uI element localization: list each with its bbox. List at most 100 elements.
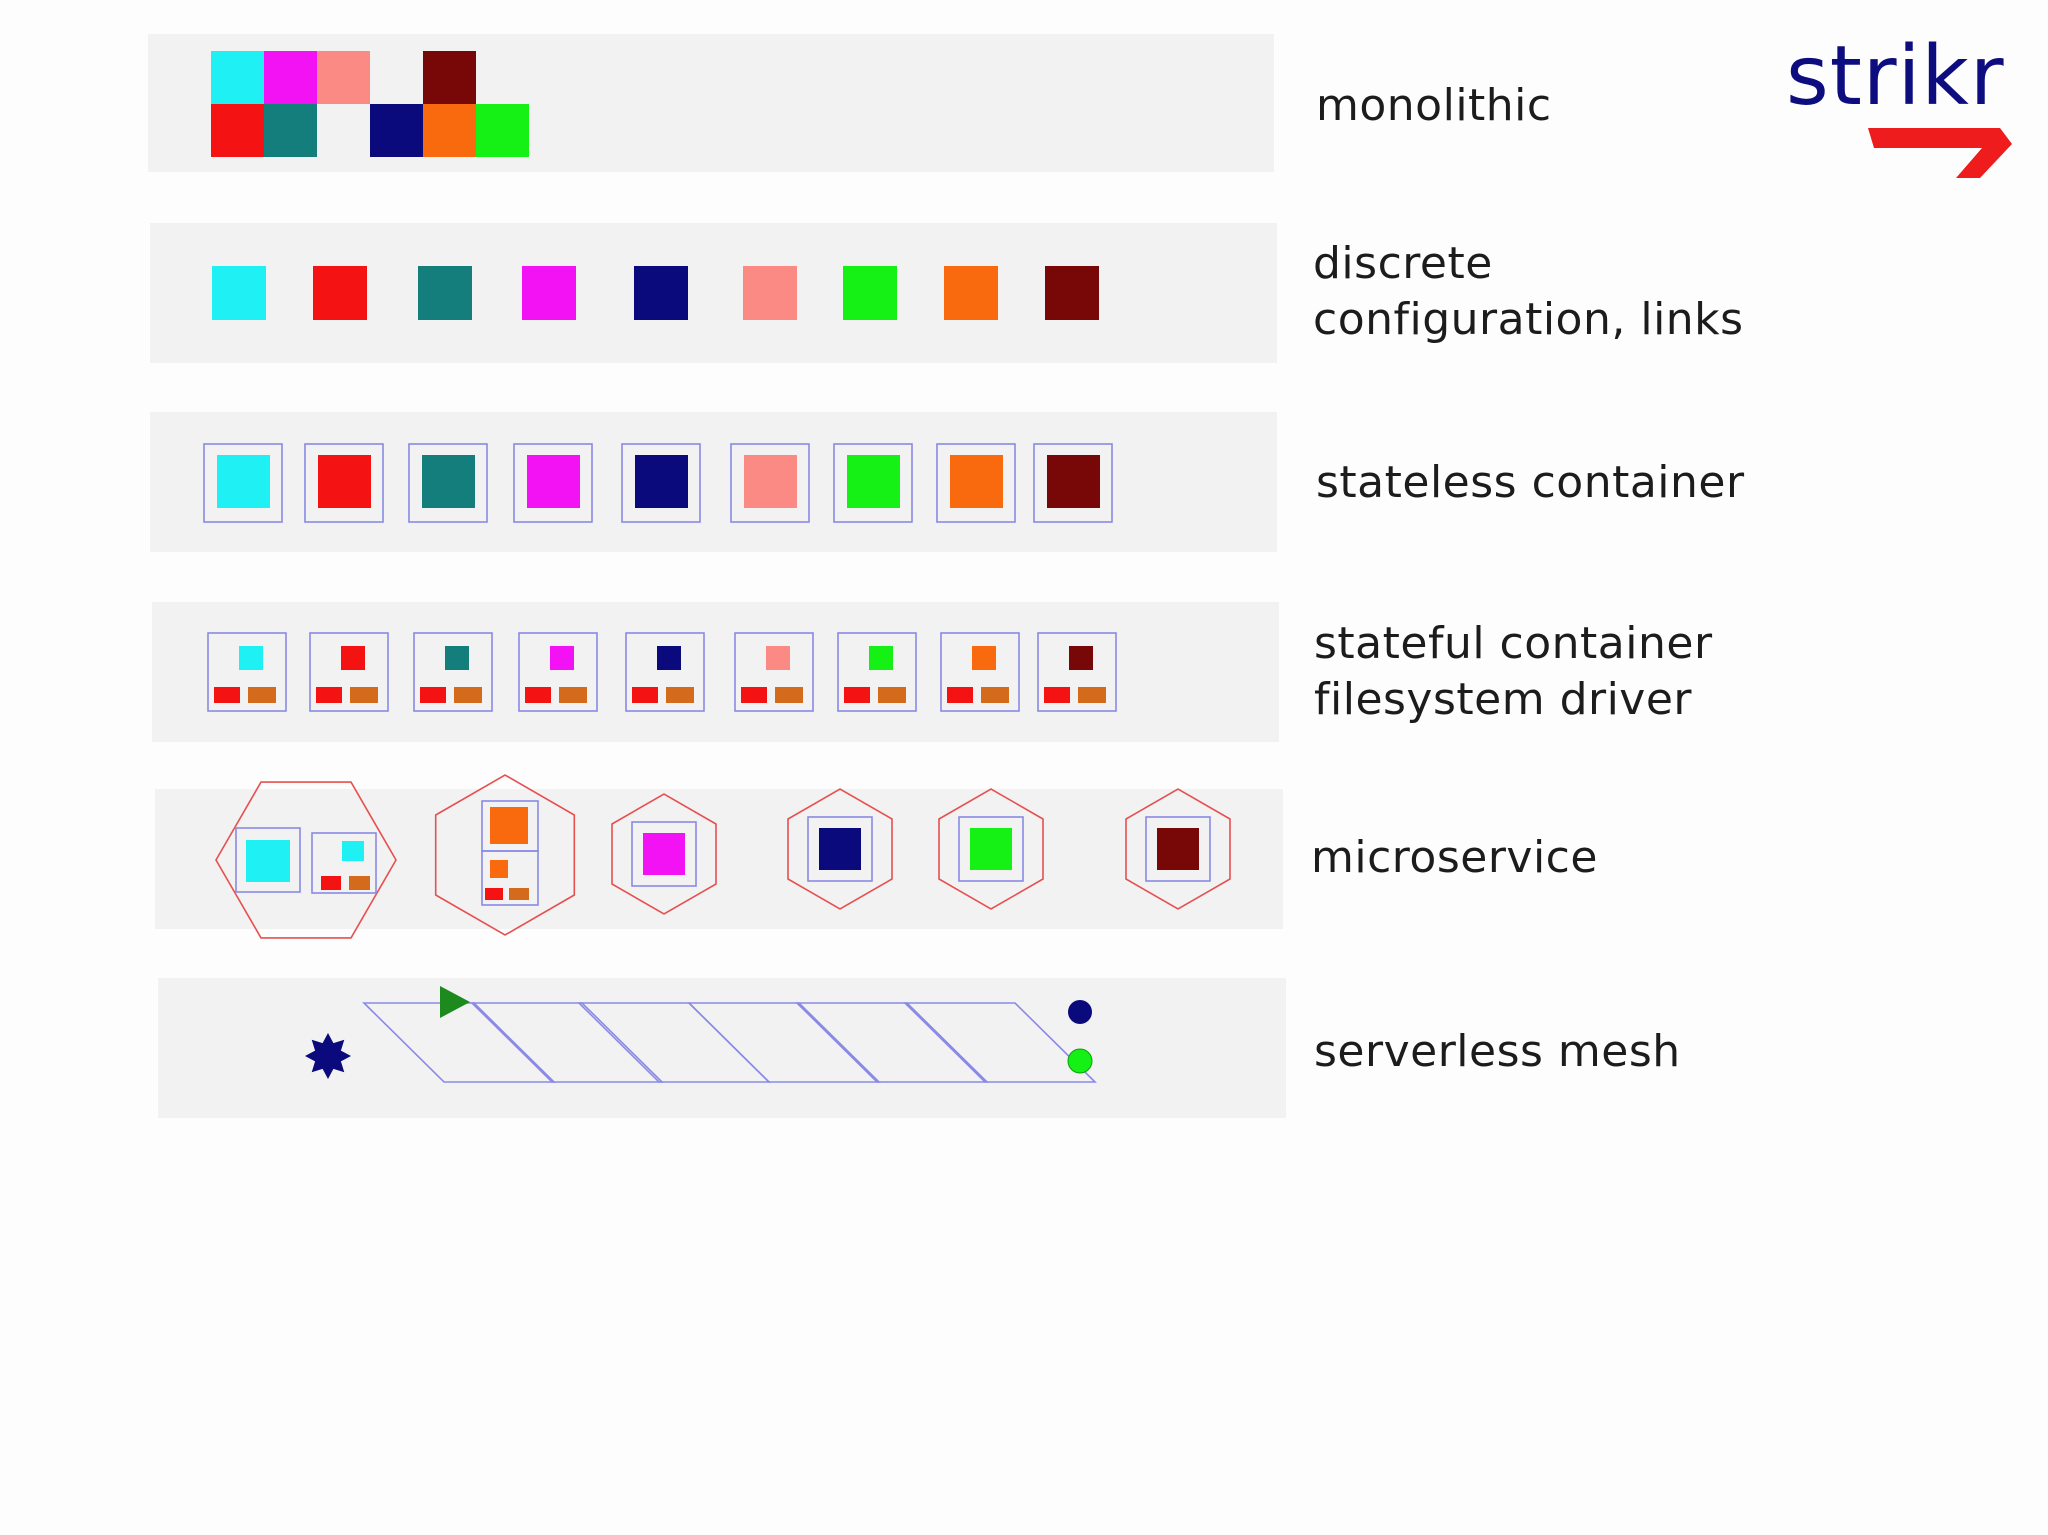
- filesystem-driver-brown: [666, 687, 694, 703]
- discrete-component-teal: [418, 266, 472, 320]
- filesystem-driver-brown: [1078, 687, 1106, 703]
- stateful-component-red: [341, 646, 365, 670]
- filesystem-driver-brown: [559, 687, 587, 703]
- label-stateful: stateful container filesystem driver: [1314, 616, 1713, 728]
- serverless-function-slot-1: [362, 1002, 556, 1083]
- discrete-component-green: [843, 266, 897, 320]
- stateless-component-orange: [950, 455, 1003, 508]
- microservice-2-orange-component: [490, 807, 528, 844]
- status-dot-navy-icon: [1068, 1000, 1092, 1024]
- label-stateful-line-2: filesystem driver: [1314, 674, 1693, 725]
- stateful-container-navy: [625, 632, 705, 712]
- discrete-component-magenta: [522, 266, 576, 320]
- stateless-container-cyan: [203, 443, 283, 523]
- microservice-3-magenta-component: [643, 833, 685, 875]
- stateful-component-cyan: [239, 646, 263, 670]
- label-stateless: stateless container: [1316, 455, 1745, 511]
- microservice-5-green-component: [970, 828, 1012, 870]
- monolith-block-maroon: [423, 51, 476, 104]
- stateless-container-green: [833, 443, 913, 523]
- stateless-component-magenta: [527, 455, 580, 508]
- filesystem-driver-red: [316, 687, 342, 703]
- stateful-component-maroon: [1069, 646, 1093, 670]
- stateful-container-red: [309, 632, 389, 712]
- monolith-block-teal: [264, 104, 317, 157]
- filesystem-driver-red: [632, 687, 658, 703]
- microservice-2-driver-red: [485, 888, 503, 900]
- label-monolithic: monolithic: [1316, 78, 1552, 134]
- microservice-1-stateless-container: [235, 827, 301, 893]
- monolith-block-navy: [370, 104, 423, 157]
- monolith-block-cyan: [211, 51, 264, 104]
- stateful-container-teal: [413, 632, 493, 712]
- filesystem-driver-red: [844, 687, 870, 703]
- stateful-container-salmon: [734, 632, 814, 712]
- label-stateful-line-1: stateful container: [1314, 618, 1713, 669]
- microservice-hexagon-2: [434, 774, 576, 936]
- stateless-component-green: [847, 455, 900, 508]
- filesystem-driver-brown: [981, 687, 1009, 703]
- filesystem-driver-brown: [248, 687, 276, 703]
- stateless-component-salmon: [744, 455, 797, 508]
- microservice-1-stateful-container: [311, 832, 377, 894]
- stateless-container-magenta: [513, 443, 593, 523]
- stateful-component-orange: [972, 646, 996, 670]
- microservice-hexagon-6: [1125, 788, 1231, 910]
- filesystem-driver-red: [741, 687, 767, 703]
- monolith-block-red: [211, 104, 264, 157]
- microservice-hexagon-1: [215, 781, 397, 939]
- microservice-2-orange-state: [490, 860, 508, 878]
- microservice-6-maroon-component: [1157, 828, 1199, 870]
- strikr-logo-text: strikr: [1786, 29, 2005, 124]
- stateless-component-cyan: [217, 455, 270, 508]
- discrete-component-navy: [634, 266, 688, 320]
- stateless-container-salmon: [730, 443, 810, 523]
- microservice-hexagon-4: [787, 788, 893, 910]
- stateless-container-teal: [408, 443, 488, 523]
- microservice-2-driver-brown: [509, 888, 529, 900]
- monolith-block-orange: [423, 104, 476, 157]
- microservice-3-container: [631, 821, 697, 887]
- stateful-component-salmon: [766, 646, 790, 670]
- status-dot-green-icon: [1067, 1048, 1093, 1074]
- label-serverless: serverless mesh: [1314, 1024, 1681, 1080]
- stateful-component-green: [869, 646, 893, 670]
- monolith-block-green: [476, 104, 529, 157]
- stateful-container-orange: [940, 632, 1020, 712]
- microservice-1-cyan-state: [342, 841, 364, 861]
- filesystem-driver-red: [1044, 687, 1070, 703]
- discrete-component-cyan: [212, 266, 266, 320]
- stateless-container-orange: [936, 443, 1016, 523]
- microservice-6-container: [1145, 816, 1211, 882]
- microservice-hexagon-3: [611, 793, 717, 915]
- filesystem-driver-red: [525, 687, 551, 703]
- microservice-5-container: [958, 816, 1024, 882]
- stateless-container-maroon: [1033, 443, 1113, 523]
- label-microservice: microservice: [1311, 830, 1598, 886]
- event-source-star-icon: [305, 1033, 351, 1079]
- stateless-container-navy: [621, 443, 701, 523]
- filesystem-driver-red: [420, 687, 446, 703]
- microservice-2-stateful-container: [481, 850, 539, 906]
- discrete-component-maroon: [1045, 266, 1099, 320]
- microservice-1-cyan-component: [246, 840, 290, 882]
- serverless-function-slot-6: [903, 1002, 1097, 1083]
- label-stateless-line-1: stateless container: [1316, 457, 1745, 508]
- microservice-1-driver-brown: [349, 876, 370, 890]
- microservice-4-container: [807, 816, 873, 882]
- stateful-container-green: [837, 632, 917, 712]
- stateful-container-cyan: [207, 632, 287, 712]
- filesystem-driver-red: [214, 687, 240, 703]
- monolith-block-salmon: [317, 51, 370, 104]
- stateful-component-magenta: [550, 646, 574, 670]
- serverless-function-slot-5: [795, 1002, 989, 1083]
- stateless-container-red: [304, 443, 384, 523]
- filesystem-driver-brown: [454, 687, 482, 703]
- label-discrete-line-2: configuration, links: [1313, 294, 1744, 345]
- stateless-component-navy: [635, 455, 688, 508]
- stateless-component-maroon: [1047, 455, 1100, 508]
- label-serverless-line-1: serverless mesh: [1314, 1026, 1681, 1077]
- serverless-function-slot-2: [470, 1002, 664, 1083]
- serverless-function-slot-3: [577, 1002, 771, 1083]
